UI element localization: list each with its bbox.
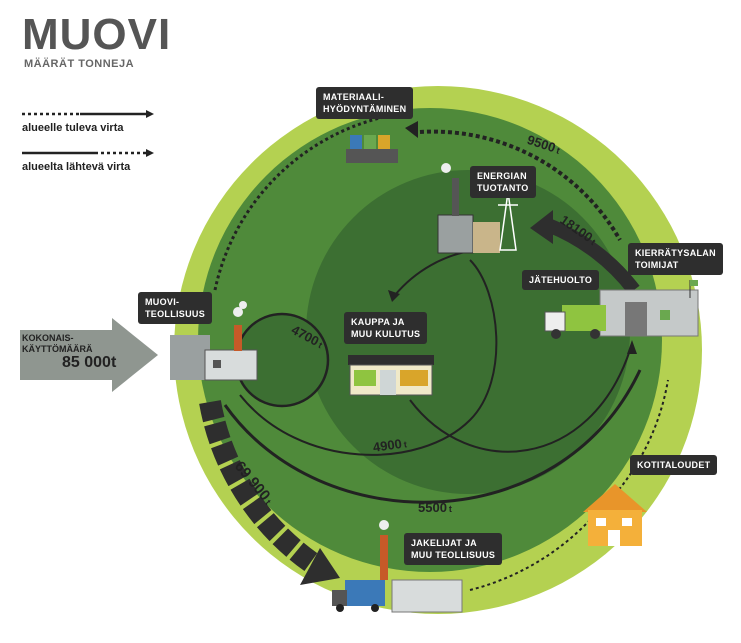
recycling-facility-icon (599, 280, 699, 337)
garbage-truck-icon (544, 305, 606, 339)
delivery-truck-icon (332, 520, 463, 613)
node-materials: MATERIAALI- HYÖDYNTÄMINEN (316, 87, 414, 119)
node-industry-line2: TEOLLISUUS (145, 309, 206, 319)
node-energy-line2: TUOTANTO (477, 183, 529, 193)
node-materials-line2: HYÖDYNTÄMINEN (323, 104, 407, 114)
node-energy: ENERGIAN TUOTANTO (470, 166, 536, 198)
flow-69900-arrow (199, 400, 322, 575)
flow-value-5500: 5500 (418, 500, 447, 515)
node-recyclers-line2: TOIMIJAT (635, 260, 679, 270)
orbit-9500-solid (419, 129, 622, 241)
flow-unit-5500: t (448, 504, 452, 514)
node-waste-line1: JÄTEHUOLTO (529, 275, 593, 285)
legend-incoming-label: alueelle tuleva virta (22, 122, 124, 134)
node-industry: MUOVI- TEOLLISUUS (138, 292, 213, 324)
total-value: 85 000t (62, 354, 117, 371)
node-distributors: JAKELIJAT JA MUU TEOLLISUUS (404, 533, 503, 565)
node-recyclers: KIERRÄTYSALAN TOIMIJAT (628, 243, 723, 275)
total-label-line1: KOKONAIS- (22, 333, 74, 343)
node-waste: JÄTEHUOLTO (522, 270, 600, 290)
node-households: KOTITALOUDET (630, 455, 718, 475)
node-retail-line2: MUU KULUTUS (351, 329, 421, 339)
node-distributors-line1: JAKELIJAT JA (411, 538, 477, 548)
page-subtitle: MÄÄRÄT TONNEJA (24, 58, 135, 70)
total-input-arrow (20, 318, 158, 392)
flow-18100-arrow (545, 218, 640, 295)
recycling-bins-icon (346, 135, 398, 163)
flow-retail-waste (409, 349, 631, 453)
node-retail-line1: KAUPPA JA (351, 317, 405, 327)
house-icon (583, 484, 647, 546)
node-materials-line1: MATERIAALI- (323, 92, 385, 102)
legend-incoming-line (22, 110, 154, 118)
flow-5500-curve (223, 369, 642, 504)
flow-4900-curve (239, 259, 498, 456)
shop-icon (348, 355, 434, 396)
node-industry-line1: MUOVI- (145, 297, 180, 307)
inner-green-circle (306, 170, 630, 494)
node-distributors-line2: MUU TEOLLISUUS (411, 550, 496, 560)
page-title: MUOVI (22, 10, 172, 59)
total-label-line2: KÄYTTÖMÄÄRÄ (22, 344, 93, 354)
orbit-9500-dashed (213, 111, 406, 291)
legend-outgoing-line (22, 149, 154, 157)
legend-outgoing-label: alueelta lähtevä virta (22, 161, 131, 173)
total-label: KOKONAIS- KÄYTTÖMÄÄRÄ (22, 333, 93, 355)
factory-icon (170, 301, 258, 381)
flow-distributors-households (469, 519, 591, 591)
node-energy-line1: ENERGIAN (477, 171, 527, 181)
node-recyclers-line1: KIERRÄTYSALAN (635, 248, 716, 258)
node-retail: KAUPPA JA MUU KULUTUS (344, 312, 428, 344)
node-households-line1: KOTITALOUDET (637, 460, 711, 470)
power-plant-icon (437, 163, 518, 254)
